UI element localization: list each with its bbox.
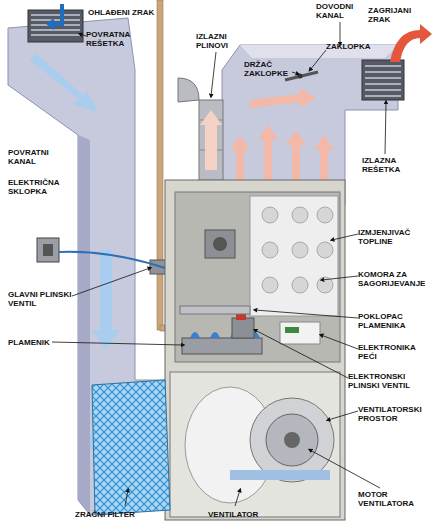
part-label: ELEKTRIČNA SKLOPKA (8, 178, 80, 196)
part-label: ZAKLOPKA (326, 42, 396, 51)
part-label: OHLAĐENI ZRAK (88, 8, 158, 17)
part-label: VENTILATORSKI PROSTOR (358, 405, 434, 423)
part-label: PLAMENIK (8, 338, 68, 347)
part-label: VENTILATOR (208, 510, 278, 519)
part-label: POKLOPAC PLAMENIKA (358, 312, 432, 330)
part-label: DRŽAČ ZAKLOPKE (244, 60, 300, 78)
part-label: IZLAZNA REŠETKA (362, 156, 428, 174)
part-label: POVRATNA REŠETKA (86, 30, 166, 48)
part-label: GLAVNI PLINSKI VENTIL (8, 290, 76, 308)
part-label: IZLAZNI PLINOVI (196, 32, 256, 50)
part-label: MOTOR VENTILATORA (358, 490, 430, 508)
part-label: IZMJENJIVAČ TOPLINE (358, 228, 432, 246)
part-label: ELEKTRONSKI PLINSKI VENTIL (348, 372, 432, 390)
part-label: ZAGRIJANI ZRAK (368, 6, 432, 24)
part-label: ZRAČNI FILTER (75, 510, 165, 519)
part-label: KOMORA ZA SAGORIJEVANJE (358, 270, 434, 288)
part-label: DOVODNI KANAL (316, 2, 366, 20)
part-label: POVRATNI KANAL (8, 148, 74, 166)
part-label: ELEKTRONIKA PEĆI (358, 343, 432, 361)
